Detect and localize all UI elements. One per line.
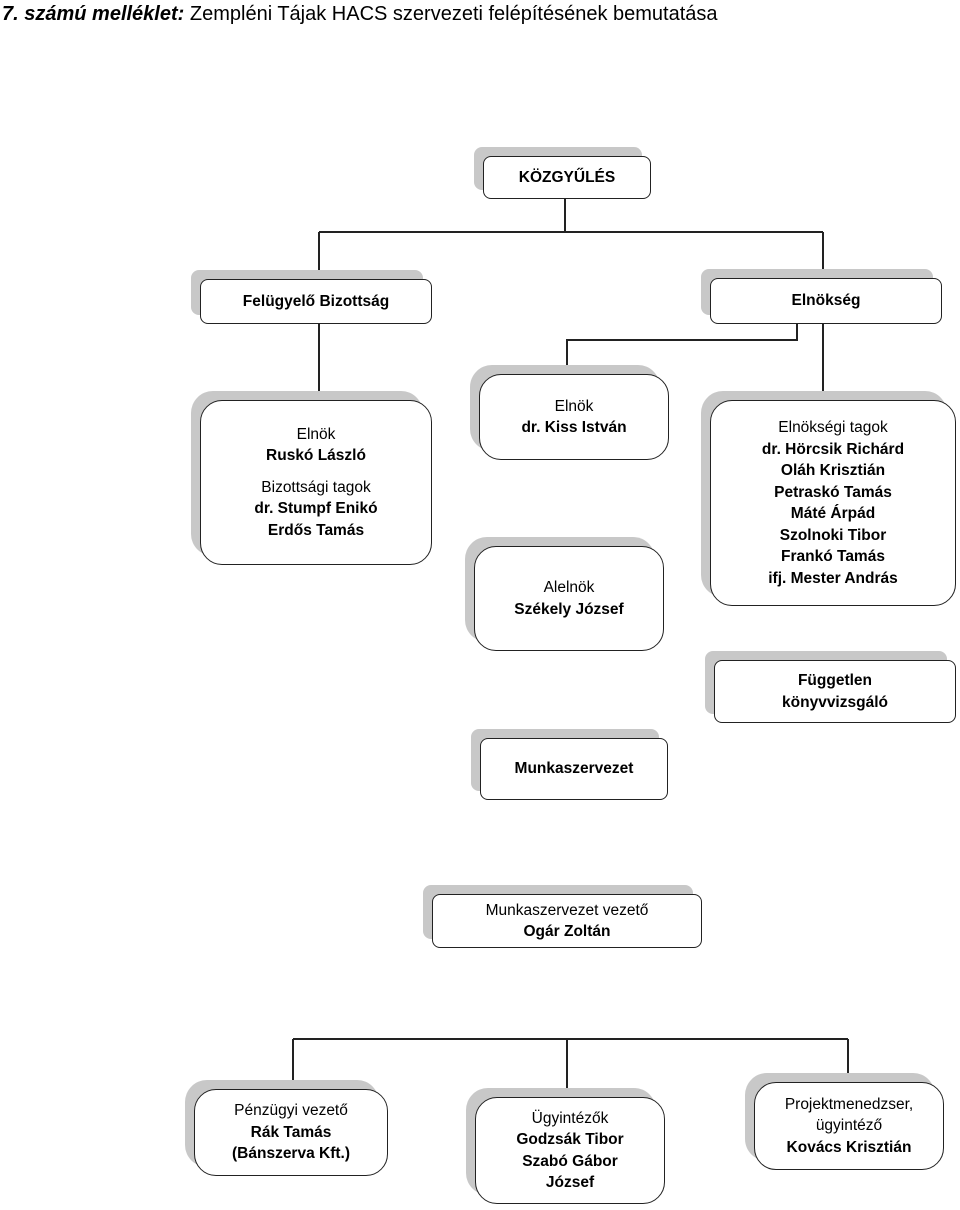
kozgyules-label: KÖZGYŰLÉS — [518, 168, 616, 186]
munkaszervezet-vezeto-box: Munkaszervezet vezető Ogár Zoltán — [432, 894, 702, 948]
elnok-box: Elnök dr. Kiss István — [479, 374, 669, 460]
elnok-name: dr. Kiss István — [521, 419, 627, 436]
alelnok-role: Alelnök — [543, 579, 595, 596]
ugyintezok-box: Ügyintézők Godzsák Tibor Szabó Gábor Józ… — [475, 1097, 665, 1204]
felugyelo-bizottsag-box: Felügyelő Bizottság — [200, 279, 432, 324]
alelnok-box: Alelnök Székely József — [474, 546, 664, 651]
felugyelo-bizottsag-label: Felügyelő Bizottság — [242, 292, 390, 310]
penzugyi-role: Pénzügyi vezető — [234, 1102, 348, 1120]
alelnok-name: Székely József — [514, 600, 624, 618]
fuggetlen-label-line1: Független — [797, 672, 873, 689]
projekt-role-line2: ügyintéző — [815, 1117, 883, 1135]
ugyintezok-role: Ügyintézők — [531, 1109, 609, 1127]
fb-members-role: Bizottsági tagok — [261, 478, 371, 496]
kozgyules-box: KÖZGYŰLÉS — [483, 156, 651, 199]
ms-vezeto-role: Munkaszervezet vezető — [485, 901, 649, 919]
elnoksegi-tag-name: Oláh Krisztián — [780, 462, 886, 479]
annex-number: 7. számú melléklet: — [2, 3, 185, 25]
elnoksegi-tag-name: dr. Hörcsik Richárd — [761, 440, 905, 458]
elnoksegi-tagok-box: Elnökségi tagok dr. Hörcsik Richárd Oláh… — [710, 400, 956, 606]
ms-vezeto-name: Ogár Zoltán — [523, 923, 611, 940]
munkaszervezet-box: Munkaszervezet — [480, 738, 668, 800]
penzugyi-vezeto-box: Pénzügyi vezető Rák Tamás (Bánszerva Kft… — [194, 1089, 388, 1176]
fuggetlen-konyvvizsgalo-box: Független könyvvizsgáló — [714, 660, 956, 723]
elnokseg-box: Elnökség — [710, 278, 942, 324]
elnokseg-label: Elnökség — [791, 292, 861, 310]
fb-members-box: Elnök Ruskó László Bizottsági tagok dr. … — [200, 400, 432, 565]
fuggetlen-label-line2: könyvvizsgáló — [782, 693, 888, 711]
elnoksegi-tag-name: ifj. Mester András — [768, 569, 898, 587]
ugyintezo-name: József — [545, 1174, 595, 1191]
fb-chair-role: Elnök — [296, 425, 336, 443]
ugyintezo-name: Szabó Gábor — [522, 1152, 618, 1170]
fb-member-name: Erdős Tamás — [267, 521, 365, 539]
page-title: 7. számú melléklet: Zempléni Tájak HACS … — [2, 2, 718, 26]
fb-member-name: dr. Stumpf Enikó — [254, 500, 378, 518]
fb-chair-name: Ruskó László — [266, 447, 366, 465]
munkaszervezet-label: Munkaszervezet — [514, 760, 634, 778]
elnok-role: Elnök — [554, 397, 594, 415]
elnoksegi-tag-name: Petraskó Tamás — [774, 483, 892, 501]
projekt-role-line1: Projektmenedzser, — [784, 1095, 914, 1113]
penzugyi-company: (Bánszerva Kft.) — [232, 1145, 350, 1163]
projekt-name: Kovács Krisztián — [786, 1138, 912, 1156]
elnoksegi-tag-name: Szolnoki Tibor — [779, 526, 887, 544]
ugyintezo-name: Godzsák Tibor — [516, 1131, 624, 1148]
elnoksegi-tag-name: Frankó Tamás — [781, 548, 885, 565]
penzugyi-name: Rák Tamás — [250, 1123, 332, 1141]
annex-title: Zempléni Tájak HACS szervezeti felépítés… — [189, 3, 718, 25]
elnoksegi-tagok-role: Elnökségi tagok — [778, 419, 888, 436]
elnoksegi-tag-name: Máté Árpád — [790, 505, 876, 522]
connector-elnokseg-elnok — [566, 323, 798, 378]
projektmenedzser-box: Projektmenedzser, ügyintéző Kovács Krisz… — [754, 1082, 944, 1170]
